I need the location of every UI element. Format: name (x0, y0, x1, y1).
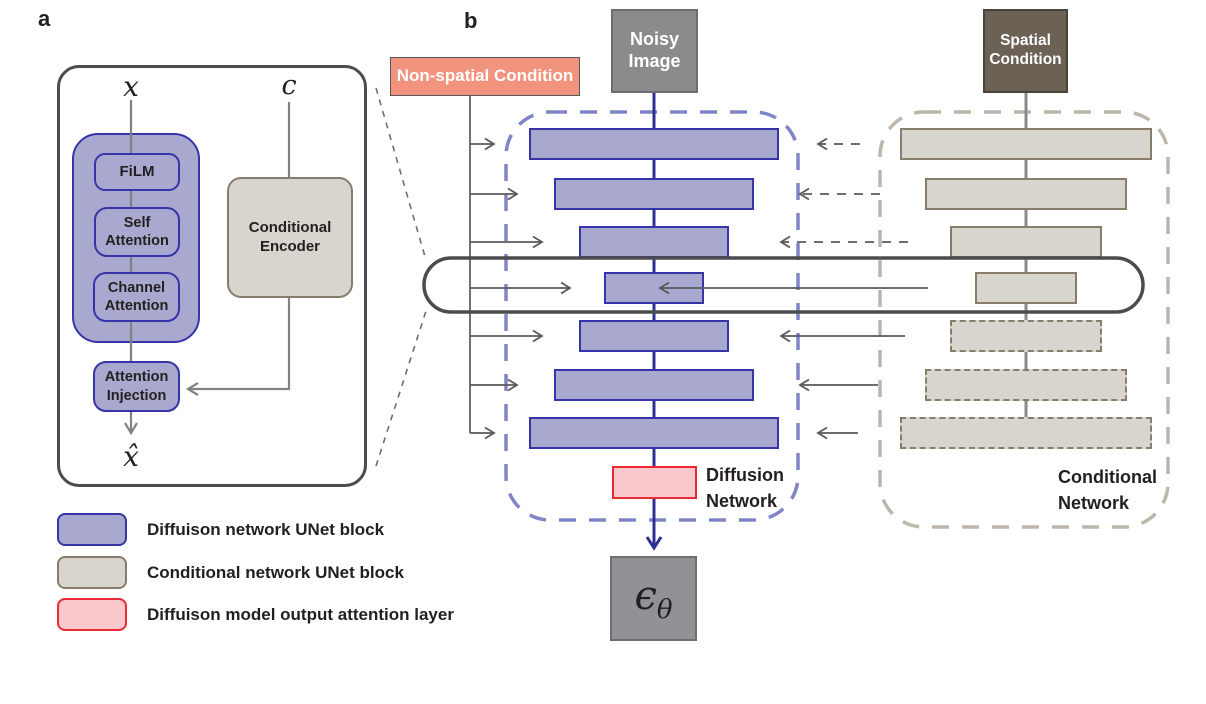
epsilon-theta-label: ϵθ (634, 572, 673, 625)
non-spatial-condition-box: Non-spatial Condition (390, 57, 580, 96)
channel-attention-block: Channel Attention (93, 272, 180, 322)
legend-label: Conditional network UNet block (147, 563, 404, 582)
unet-block-detail-box (57, 65, 367, 487)
legend-swatch-diffusion-output-attention (57, 598, 127, 631)
film-block: FiLM (94, 153, 180, 191)
spatial-condition-box: Spatial Condition (983, 9, 1068, 93)
self-attention-block: Self Attention (94, 207, 180, 257)
conditional-unet-block (900, 128, 1152, 160)
output-xhat-label: x̂ (123, 440, 139, 473)
conditional-unet-block (975, 272, 1077, 304)
legend-swatch-conditional-unet-block (57, 556, 127, 589)
diffusion-unet-block (554, 369, 754, 401)
conditional-unet-block (925, 369, 1127, 401)
condition-c-label: c (281, 70, 297, 101)
epsilon-theta-output-box: ϵθ (610, 556, 697, 641)
conditional-unet-block (925, 178, 1127, 210)
diffusion-unet-block (579, 226, 729, 258)
legend-label: Diffuison model output attention layer (147, 605, 454, 624)
legend-label: Diffuison network UNet block (147, 520, 385, 539)
input-x-label: x (123, 70, 139, 103)
diffusion-unet-block (554, 178, 754, 210)
legend-swatch-diffusion-unet-block (57, 513, 127, 546)
diffusion-unet-block (529, 128, 779, 160)
conditional-unet-block (950, 226, 1102, 258)
diffusion-unet-block (529, 417, 779, 449)
conditional-unet-block (900, 417, 1152, 449)
conditional-unet-block (950, 320, 1102, 352)
diffusion-unet-block (604, 272, 704, 304)
conditional-encoder-block: Conditional Encoder (227, 177, 353, 298)
diffusion-unet-block (579, 320, 729, 352)
noisy-image-box: Noisy Image (611, 9, 698, 93)
attention-injection-block: Attention Injection (93, 361, 180, 412)
panel-b-label: b (464, 8, 478, 33)
panel-a-label: a (38, 6, 51, 31)
